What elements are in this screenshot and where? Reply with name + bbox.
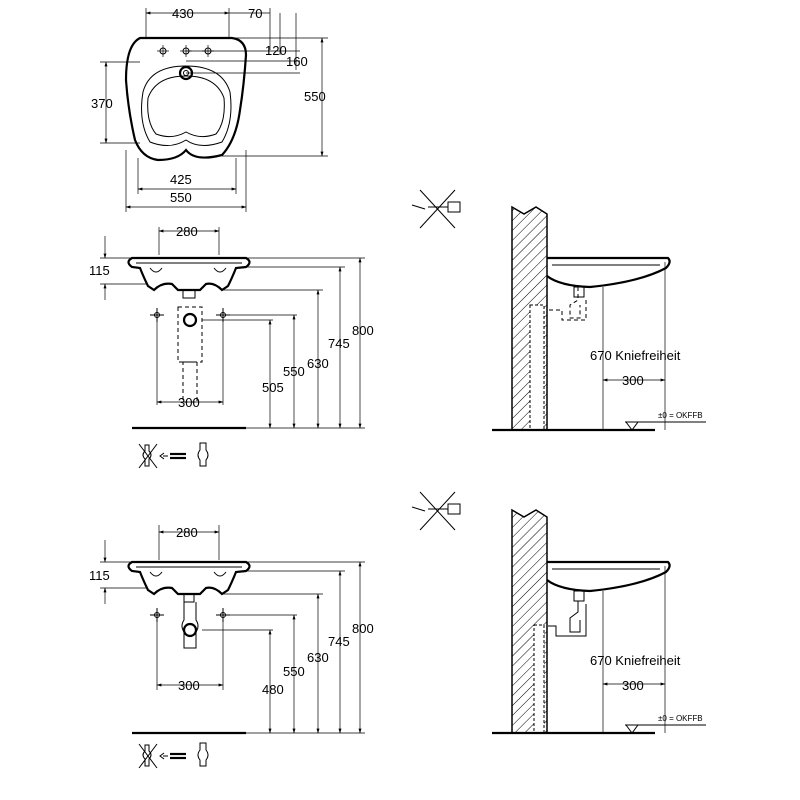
dim-280-2: 280 bbox=[176, 525, 198, 540]
dim-430: 430 bbox=[172, 6, 194, 21]
dim-70: 70 bbox=[248, 6, 262, 21]
dim-370: 370 bbox=[91, 96, 113, 111]
tap-hole-left bbox=[157, 45, 169, 57]
dim-505: 505 bbox=[262, 380, 284, 395]
dim-630: 630 bbox=[307, 356, 329, 371]
dim-300-side-2: 300 bbox=[622, 678, 644, 693]
dim-745-2: 745 bbox=[328, 634, 350, 649]
supply-left-2 bbox=[150, 608, 164, 622]
siphon-icon bbox=[197, 742, 209, 767]
supply-right-2 bbox=[216, 608, 230, 622]
icon-row-1 bbox=[138, 442, 209, 469]
front-view-1: 280 115 300 800 745 bbox=[89, 224, 374, 430]
dim-115-2: 115 bbox=[89, 568, 110, 583]
dim-550-height: 550 bbox=[304, 89, 326, 104]
dim-280: 280 bbox=[176, 224, 198, 239]
dim-550-width: 550 bbox=[170, 190, 192, 205]
dim-745: 745 bbox=[328, 336, 350, 351]
supply-left-1 bbox=[150, 308, 164, 322]
arrow-exchange-icon bbox=[159, 752, 186, 760]
dim-115: 115 bbox=[89, 263, 110, 278]
icon-row-2 bbox=[138, 742, 209, 769]
front-view-2: 280 115 300 800 745 630 550 480 bbox=[89, 525, 374, 735]
knee-clearance-label: 670 Kniefreiheit bbox=[590, 348, 681, 363]
dim-300-2: 300 bbox=[178, 678, 200, 693]
basin-side-2 bbox=[546, 560, 671, 593]
floor-reference-label-2: ±0 = OKFFB bbox=[658, 714, 703, 723]
no-siphon-icon bbox=[138, 443, 158, 469]
no-tap-icon-2 bbox=[411, 491, 461, 531]
basin-outline-top bbox=[124, 36, 248, 162]
siphon-front-2 bbox=[181, 602, 199, 649]
basin-side-1 bbox=[546, 256, 671, 289]
dim-300-side: 300 bbox=[622, 373, 644, 388]
no-tap-icon bbox=[411, 189, 461, 229]
dim-550: 550 bbox=[283, 364, 305, 379]
siphon-icon bbox=[197, 442, 209, 467]
dim-160: 160 bbox=[286, 54, 308, 69]
top-view: 430 70 120 160 550 370 425 550 bbox=[91, 6, 328, 212]
dim-300: 300 bbox=[178, 395, 200, 410]
knee-clearance-label-2: 670 Kniefreiheit bbox=[590, 653, 681, 668]
dim-800: 800 bbox=[352, 323, 374, 338]
siphon-side-2 bbox=[548, 601, 587, 637]
dim-630-2: 630 bbox=[307, 650, 329, 665]
side-view-2: 670 Kniefreiheit 300 ±0 = OKFFB bbox=[492, 508, 706, 735]
dim-425: 425 bbox=[170, 172, 192, 187]
side-view-1: 670 Kniefreiheit 300 ±0 = OKFFB bbox=[492, 205, 706, 432]
dim-800-2: 800 bbox=[352, 621, 374, 636]
no-siphon-icon bbox=[138, 743, 158, 769]
floor-reference-label: ±0 = OKFFB bbox=[658, 411, 703, 420]
dim-480-2: 480 bbox=[262, 682, 284, 697]
dim-120: 120 bbox=[265, 43, 287, 58]
drain-outlet-1 bbox=[182, 312, 198, 328]
dim-550-2: 550 bbox=[283, 664, 305, 679]
arrow-exchange-icon bbox=[159, 452, 186, 460]
